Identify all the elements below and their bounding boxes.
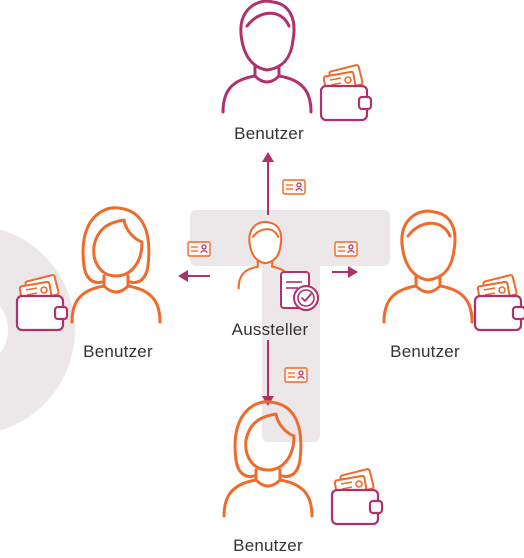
user-top-label: Benutzer — [234, 124, 304, 143]
credential-icon — [187, 241, 211, 257]
credential-icon — [334, 241, 358, 257]
wallet-icon — [473, 273, 524, 332]
wallet-icon — [319, 63, 373, 122]
user-right — [382, 209, 524, 332]
issuer — [237, 220, 319, 311]
issuer-label: Aussteller — [231, 320, 309, 339]
arrow-icon — [178, 270, 188, 282]
checkmark-badge-icon — [293, 285, 319, 311]
person-icon — [221, 0, 313, 114]
person-icon — [70, 206, 162, 324]
user-top — [221, 0, 373, 122]
credential-icon — [282, 179, 306, 195]
watermark-circle-hole — [0, 306, 8, 354]
user-bottom-label: Benutzer — [233, 536, 303, 555]
person-icon — [382, 209, 474, 324]
user-left-label: Benutzer — [83, 342, 153, 361]
wallet-icon — [330, 467, 384, 526]
arrow-icon — [262, 152, 274, 162]
credential-icon — [284, 367, 308, 383]
user-right-label: Benutzer — [390, 342, 460, 361]
arrow-icon — [348, 266, 358, 278]
